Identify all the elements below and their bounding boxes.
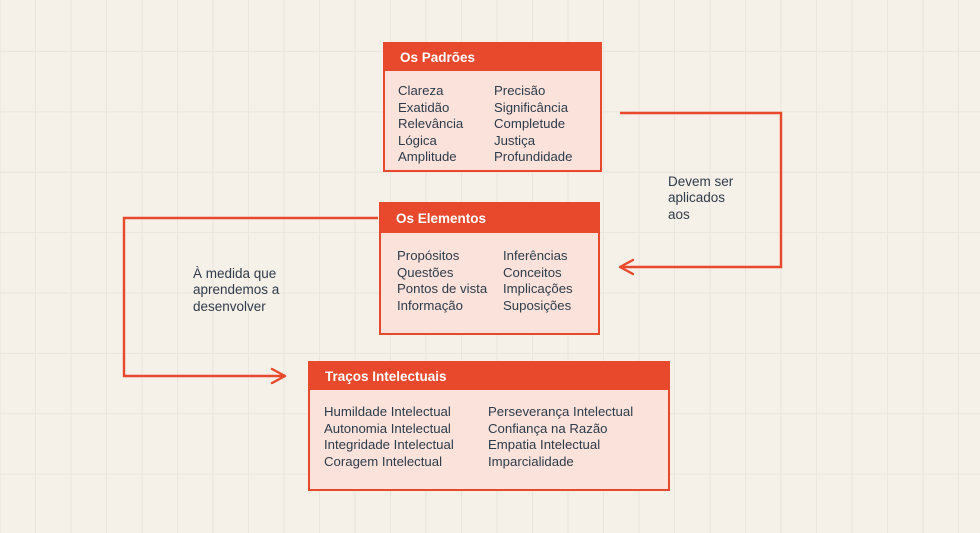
elements-box-body: Propósitos Questões Pontos de vista Info… bbox=[381, 233, 598, 333]
connector-label-develop[interactable]: À medida que aprendemos a desenvolver bbox=[193, 266, 279, 315]
traits-item: Imparcialidade bbox=[488, 453, 574, 469]
connector-label-apply-line: aos bbox=[668, 206, 690, 222]
elements-column-2: Inferências Conceitos Implicações Suposi… bbox=[503, 248, 573, 314]
standards-item: Significância bbox=[494, 99, 569, 115]
standards-item: Exatidão bbox=[398, 99, 450, 115]
elements-item: Suposições bbox=[503, 297, 572, 313]
standards-item: Precisão bbox=[494, 83, 546, 98]
connector-label-develop-line: desenvolver bbox=[193, 298, 266, 314]
traits-item: Integridade Intelectual bbox=[324, 437, 454, 452]
standards-box-header: Os Padrões bbox=[385, 44, 600, 71]
traits-box-title: Traços Intelectuais bbox=[325, 369, 447, 384]
standards-item: Relevância bbox=[398, 116, 464, 131]
connector-label-apply[interactable]: Devem ser aplicados aos bbox=[668, 174, 733, 223]
standards-item: Justiça bbox=[494, 132, 536, 148]
elements-item: Pontos de vista bbox=[397, 281, 488, 296]
traits-item: Coragem Intelectual bbox=[324, 453, 443, 469]
elements-item: Conceitos bbox=[503, 264, 562, 280]
connector-label-apply-line: Devem ser bbox=[668, 174, 734, 189]
arrowhead-right-icon bbox=[270, 367, 287, 385]
elements-box-title: Os Elementos bbox=[396, 211, 487, 226]
traits-box[interactable]: Traços Intelectuais Humildade Intelectua… bbox=[308, 361, 670, 491]
elements-item: Implicações bbox=[503, 281, 573, 296]
traits-column-1: Humildade Intelectual Autonomia Intelect… bbox=[324, 404, 488, 470]
connector-label-apply-line: aplicados bbox=[668, 190, 726, 206]
standards-item: Lógica bbox=[398, 132, 437, 148]
elements-item: Propósitos bbox=[397, 248, 460, 263]
traits-column-2: Perseverança Intelectual Confiança na Ra… bbox=[488, 404, 633, 470]
arrowhead-left-icon bbox=[618, 258, 635, 276]
traits-item: Confiança na Razão bbox=[488, 420, 608, 436]
standards-item: Clareza bbox=[398, 83, 444, 98]
elements-item: Informação bbox=[397, 297, 463, 313]
standards-box-body: Clareza Exatidão Relevância Lógica Ampli… bbox=[385, 71, 600, 170]
standards-column-1: Clareza Exatidão Relevância Lógica Ampli… bbox=[398, 83, 494, 166]
standards-item: Amplitude bbox=[398, 149, 457, 164]
standards-item: Profundidade bbox=[494, 149, 573, 164]
connector-label-develop-line: À medida que bbox=[193, 266, 277, 281]
elements-box-header: Os Elementos bbox=[381, 204, 598, 233]
elements-item: Inferências bbox=[503, 248, 568, 263]
standards-box-title: Os Padrões bbox=[400, 50, 476, 65]
connector-label-develop-line: aprendemos a bbox=[193, 282, 280, 298]
traits-item: Humildade Intelectual bbox=[324, 404, 451, 419]
standards-box[interactable]: Os Padrões Clareza Exatidão Relevância L… bbox=[383, 42, 602, 172]
traits-item: Perseverança Intelectual bbox=[488, 404, 634, 419]
standards-column-2: Precisão Significância Completude Justiç… bbox=[494, 83, 572, 166]
traits-box-body: Humildade Intelectual Autonomia Intelect… bbox=[310, 390, 668, 489]
traits-item: Empatia Intelectual bbox=[488, 437, 601, 452]
elements-column-1: Propósitos Questões Pontos de vista Info… bbox=[397, 248, 503, 314]
elements-item: Questões bbox=[397, 264, 454, 280]
traits-item: Autonomia Intelectual bbox=[324, 420, 451, 436]
standards-item: Completude bbox=[494, 116, 566, 131]
traits-box-header: Traços Intelectuais bbox=[310, 363, 668, 390]
elements-box[interactable]: Os Elementos Propósitos Questões Pontos … bbox=[379, 202, 600, 335]
